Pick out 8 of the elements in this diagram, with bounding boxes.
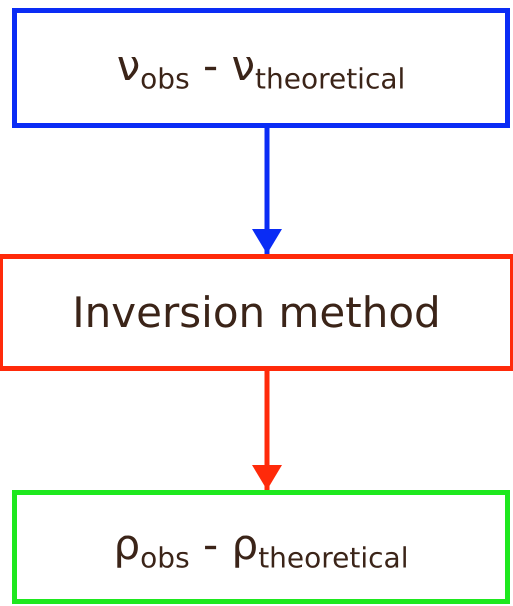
process-box	[12, 490, 510, 604]
box-label: ν$_{obs}$ - ν$_{theoretical}$	[116, 40, 406, 96]
process-box	[12, 8, 510, 128]
arrow	[252, 128, 282, 254]
arrow	[252, 371, 282, 490]
process-box	[0, 254, 513, 371]
box-label: ρ$_{obs}$ - ρ$_{theoretical}$	[114, 520, 408, 574]
box-label: Inversion method	[72, 288, 441, 337]
